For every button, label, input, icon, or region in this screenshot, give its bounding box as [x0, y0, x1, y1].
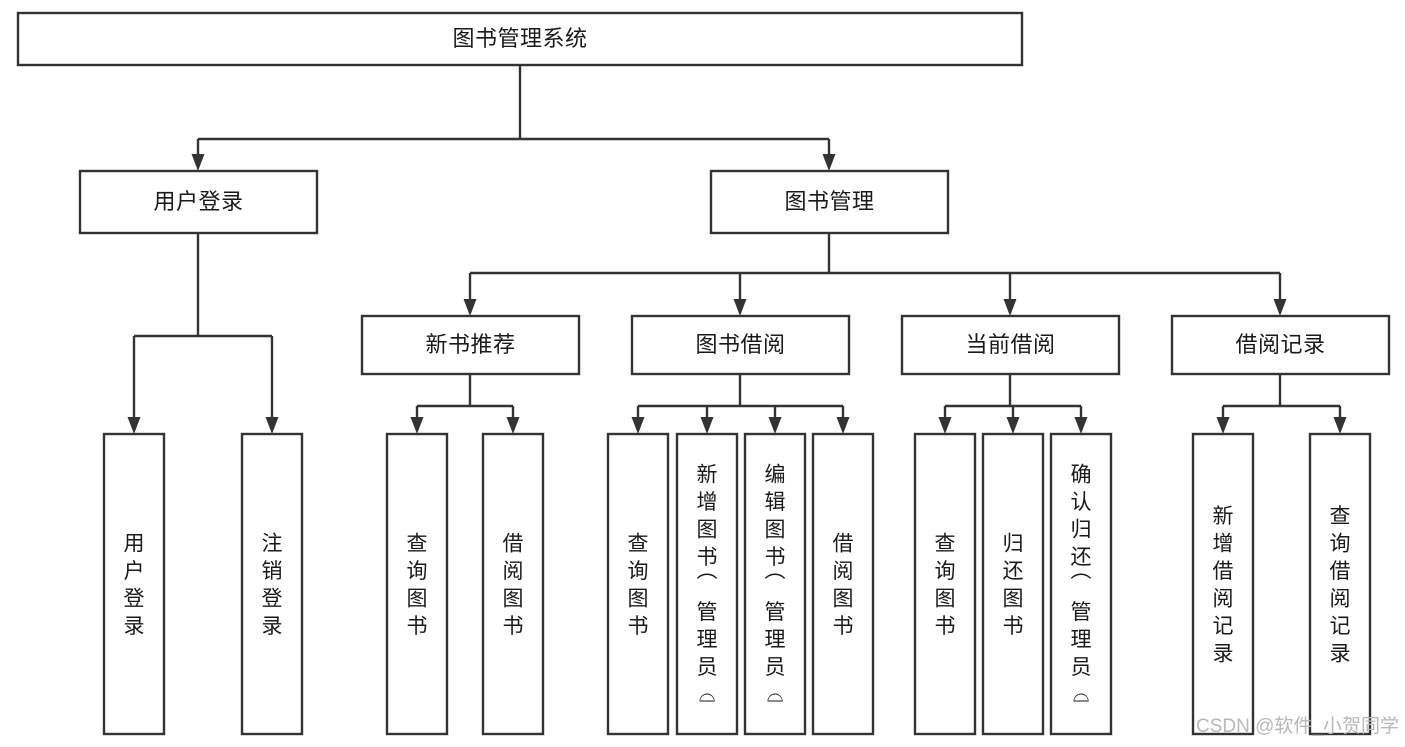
node-label: 查询图书 — [407, 532, 428, 638]
node-leaf-query-book-1[interactable]: 查询图书 — [385, 432, 449, 736]
node-label: 确认归还⌒管理员⌓ — [1071, 464, 1092, 707]
edges-layer — [127, 65, 1347, 434]
node-box[interactable] — [481, 432, 545, 736]
node-user-login[interactable]: 用户登录 — [78, 169, 319, 235]
edge-arrowhead-icon — [733, 299, 747, 316]
edge-group — [463, 233, 1287, 316]
node-box[interactable] — [630, 314, 851, 376]
node-label: 新书推荐 — [425, 332, 515, 357]
node-label: 归还图书 — [1003, 532, 1024, 638]
edge-arrowhead-icon — [1333, 417, 1347, 434]
edge-group — [127, 233, 279, 434]
edge-arrowhead-icon — [127, 417, 141, 434]
node-box[interactable] — [675, 432, 739, 736]
node-box[interactable] — [385, 432, 449, 736]
node-current-borrow[interactable]: 当前借阅 — [900, 314, 1121, 376]
node-leaf-logout[interactable]: 注销登录 — [240, 432, 304, 736]
node-label: 注销登录 — [262, 532, 283, 638]
node-label: 查询图书 — [935, 532, 956, 638]
node-label: 新增图书⌒管理员⌓ — [697, 464, 718, 707]
node-label: 图书管理 — [784, 189, 874, 214]
node-leaf-query-book-2[interactable]: 查询图书 — [606, 432, 670, 736]
edge-arrowhead-icon — [822, 154, 836, 171]
edge-arrowhead-icon — [938, 417, 952, 434]
edge-arrowhead-icon — [410, 417, 424, 434]
node-borrow-record[interactable]: 借阅记录 — [1170, 314, 1391, 376]
node-label: 查询借阅记录 — [1330, 505, 1351, 666]
edge-arrowhead-icon — [506, 417, 520, 434]
node-book-borrow[interactable]: 图书借阅 — [630, 314, 851, 376]
edge-group — [631, 374, 850, 434]
node-box[interactable] — [78, 169, 319, 235]
edge-arrowhead-icon — [265, 417, 279, 434]
node-leaf-borrow-book-1[interactable]: 借阅图书 — [481, 432, 545, 736]
node-box[interactable] — [16, 11, 1024, 67]
node-box[interactable] — [1308, 432, 1372, 736]
node-box[interactable] — [1170, 314, 1391, 376]
node-box[interactable] — [900, 314, 1121, 376]
edge-arrowhead-icon — [700, 417, 714, 434]
node-leaf-query-record[interactable]: 查询借阅记录 — [1308, 432, 1372, 736]
node-box[interactable] — [709, 169, 950, 235]
edge-arrowhead-icon — [631, 417, 645, 434]
node-leaf-add-record[interactable]: 新增借阅记录 — [1191, 432, 1255, 736]
node-root[interactable]: 图书管理系统 — [16, 11, 1024, 67]
node-label: 新增借阅记录 — [1213, 505, 1234, 666]
node-leaf-user-login[interactable]: 用户登录 — [102, 432, 166, 736]
edge-arrowhead-icon — [1273, 299, 1287, 316]
node-box[interactable] — [240, 432, 304, 736]
edge-group — [1216, 374, 1347, 434]
node-box[interactable] — [1049, 432, 1113, 736]
edge-group — [410, 374, 520, 434]
node-label: 借阅记录 — [1235, 332, 1325, 357]
edge-arrowhead-icon — [191, 154, 205, 171]
node-leaf-confirm-return[interactable]: 确认归还⌒管理员⌓ — [1049, 432, 1113, 736]
node-leaf-edit-book[interactable]: 编辑图书⌒管理员⌓ — [743, 432, 807, 736]
edge-arrowhead-icon — [1006, 417, 1020, 434]
node-box[interactable] — [606, 432, 670, 736]
node-new-book-rec[interactable]: 新书推荐 — [360, 314, 581, 376]
node-box[interactable] — [981, 432, 1045, 736]
edge-arrowhead-icon — [768, 417, 782, 434]
node-box[interactable] — [360, 314, 581, 376]
node-box[interactable] — [811, 432, 875, 736]
node-box[interactable] — [102, 432, 166, 736]
node-label: 当前借阅 — [965, 332, 1055, 357]
node-label: 图书管理系统 — [452, 26, 587, 51]
node-label: 用户登录 — [124, 532, 145, 638]
node-label: 编辑图书⌒管理员⌓ — [765, 464, 786, 707]
node-leaf-add-book[interactable]: 新增图书⌒管理员⌓ — [675, 432, 739, 736]
node-label: 借阅图书 — [833, 532, 854, 638]
node-label: 用户登录 — [153, 189, 243, 214]
node-box[interactable] — [913, 432, 977, 736]
edge-arrowhead-icon — [463, 299, 477, 316]
edge-arrowhead-icon — [1003, 299, 1017, 316]
node-label: 借阅图书 — [503, 532, 524, 638]
node-leaf-return-book[interactable]: 归还图书 — [981, 432, 1045, 736]
edge-arrowhead-icon — [1074, 417, 1088, 434]
node-box[interactable] — [1191, 432, 1255, 736]
watermark-label: CSDN @软件_小贺同学 — [1196, 715, 1399, 737]
node-book-manage[interactable]: 图书管理 — [709, 169, 950, 235]
edge-group — [938, 374, 1088, 434]
edge-group — [191, 65, 836, 171]
node-leaf-query-book-3[interactable]: 查询图书 — [913, 432, 977, 736]
node-box[interactable] — [743, 432, 807, 736]
edge-arrowhead-icon — [1216, 417, 1230, 434]
node-leaf-borrow-book-2[interactable]: 借阅图书 — [811, 432, 875, 736]
edge-arrowhead-icon — [836, 417, 850, 434]
node-label: 查询图书 — [628, 532, 649, 638]
nodes-layer: 图书管理系统用户登录图书管理新书推荐图书借阅当前借阅借阅记录用户登录注销登录查询… — [16, 11, 1391, 736]
node-label: 图书借阅 — [695, 332, 785, 357]
